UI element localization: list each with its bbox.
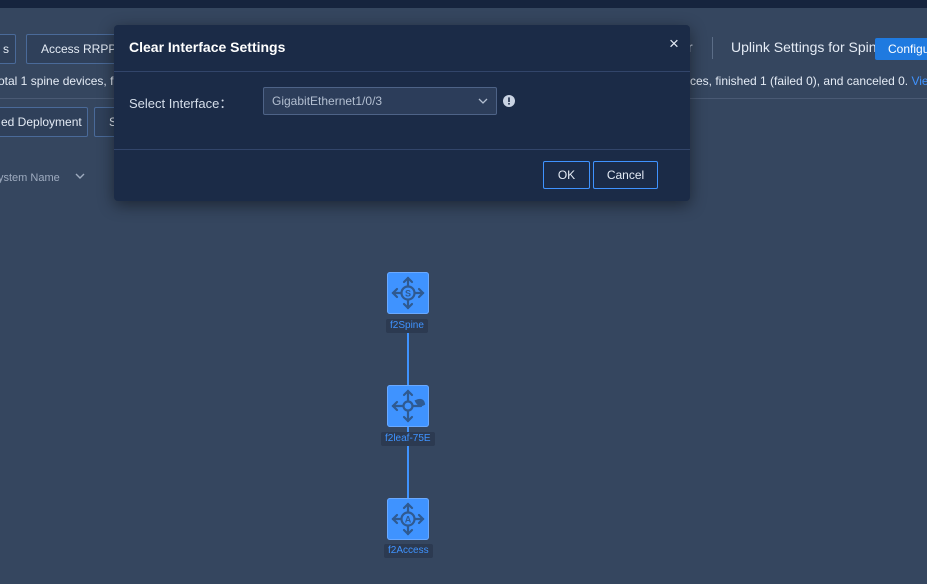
access-rrpp-button-label: Access RRPP I [41, 42, 123, 56]
top-banner-strip [0, 0, 927, 8]
dialog-footer-divider [114, 149, 690, 150]
interface-select-value: GigabitEthernet1/0/3 [272, 94, 383, 108]
clear-interface-dialog: Clear Interface Settings × Select Interf… [114, 25, 690, 201]
uplink-settings-label: Uplink Settings for Spine: [731, 39, 889, 55]
dialog-title: Clear Interface Settings [129, 39, 286, 55]
toolbar-button-partial[interactable]: s [0, 34, 16, 64]
deployment-button[interactable]: ed Deployment [0, 107, 88, 137]
chevron-down-icon [478, 98, 488, 104]
close-icon[interactable]: × [669, 34, 679, 53]
deployment-status-text: ces, finished 1 (failed 0), and canceled… [690, 74, 927, 88]
spine-node-badge: S [405, 289, 411, 299]
leaf-node-label: f2leaf-75E [381, 432, 435, 446]
interface-select[interactable]: GigabitEthernet1/0/3 [263, 87, 497, 115]
info-icon[interactable] [503, 95, 515, 107]
chevron-down-icon[interactable] [75, 171, 85, 181]
spine-switch-icon: S [391, 276, 425, 310]
toolbar-divider [712, 37, 713, 59]
select-interface-label: Select Interface： [129, 96, 233, 111]
configure-button-label: Configure [888, 42, 927, 56]
spine-status-text: otal 1 spine devices, fi [0, 74, 117, 88]
dialog-header-divider [114, 71, 690, 72]
leaf-switch-icon [391, 389, 426, 423]
toolbar-truncated-text: r [688, 39, 693, 55]
system-name-filter-label[interactable]: ystem Name [0, 172, 60, 184]
spine-node-label: f2Spine [386, 319, 428, 333]
toolbar-button-partial-label: s [3, 42, 9, 56]
spine-node[interactable]: S [387, 272, 429, 314]
secondary-action-button-label: S [109, 115, 118, 129]
cancel-button[interactable]: Cancel [593, 161, 658, 189]
leaf-node[interactable] [387, 385, 429, 427]
deployment-status-summary: ces, finished 1 (failed 0), and canceled… [690, 74, 912, 88]
access-node-badge: A [405, 515, 412, 525]
access-node[interactable]: A [387, 498, 429, 540]
deployment-button-label: ed Deployment [1, 115, 82, 129]
configure-button[interactable]: Configure [875, 38, 927, 60]
access-node-label: f2Access [384, 544, 433, 558]
view-link[interactable]: View [911, 74, 927, 88]
access-switch-icon: A [391, 502, 425, 536]
ok-button[interactable]: OK [543, 161, 590, 189]
